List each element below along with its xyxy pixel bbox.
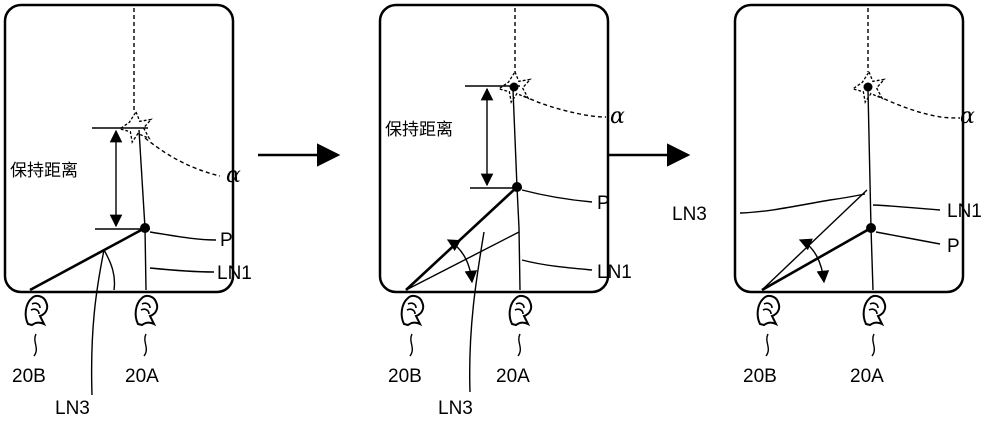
- device-20b-label: 20B: [12, 366, 46, 387]
- sensor-20b-lead: [34, 334, 36, 356]
- screen-frame: [735, 5, 963, 292]
- panel-1: 保持距离 α P LN1 LN3 20B 20A: [5, 5, 252, 419]
- device-20a-label: 20A: [125, 366, 159, 387]
- sensor-20a-lead: [872, 334, 874, 356]
- point-p-label: P: [220, 230, 233, 251]
- ln3-label: LN3: [438, 398, 473, 419]
- sensor-20a-icon: [864, 296, 886, 325]
- holding-distance-label: 保持距离: [385, 120, 453, 140]
- screen-frame: [380, 5, 608, 292]
- sensor-20b-icon: [758, 296, 780, 325]
- sensor-20a-lead: [518, 334, 520, 356]
- sensor-20a-lead: [144, 334, 146, 356]
- point-p: [866, 223, 876, 233]
- sensor-20b-icon: [402, 296, 424, 325]
- sensor-20b-icon: [26, 296, 48, 325]
- ln3-label: LN3: [55, 398, 90, 419]
- point-p-label: P: [597, 193, 610, 214]
- sensor-20a-icon: [510, 296, 532, 325]
- screen-frame: [5, 5, 233, 292]
- sensor-20b-lead: [766, 334, 768, 356]
- sensor-20a-icon: [136, 296, 158, 325]
- point-p-label: P: [947, 236, 960, 257]
- device-20b-label: 20B: [388, 366, 422, 387]
- device-20a-label: 20A: [496, 366, 530, 387]
- ln1-label: LN1: [947, 201, 982, 222]
- line-ln1: [145, 228, 146, 290]
- panel-2: 保持距离 α P LN1 LN3 20B 20A: [380, 5, 632, 419]
- ln1-label: LN1: [597, 262, 632, 283]
- alpha-label: α: [960, 104, 975, 129]
- point-p: [512, 182, 522, 192]
- ln1-label: LN1: [217, 263, 252, 284]
- alpha-label: α: [226, 163, 241, 188]
- panel-3: α LN3 LN1 P 20B 20A: [672, 5, 982, 387]
- point-p: [140, 223, 150, 233]
- device-20b-label: 20B: [743, 366, 777, 387]
- alpha-label: α: [610, 104, 625, 129]
- holding-distance-label: 保持距离: [10, 161, 78, 181]
- target-point: [510, 83, 519, 92]
- line-ln1: [519, 228, 520, 290]
- sensor-20b-lead: [410, 334, 412, 356]
- device-20a-label: 20A: [850, 366, 884, 387]
- ln3-label: LN3: [672, 204, 707, 225]
